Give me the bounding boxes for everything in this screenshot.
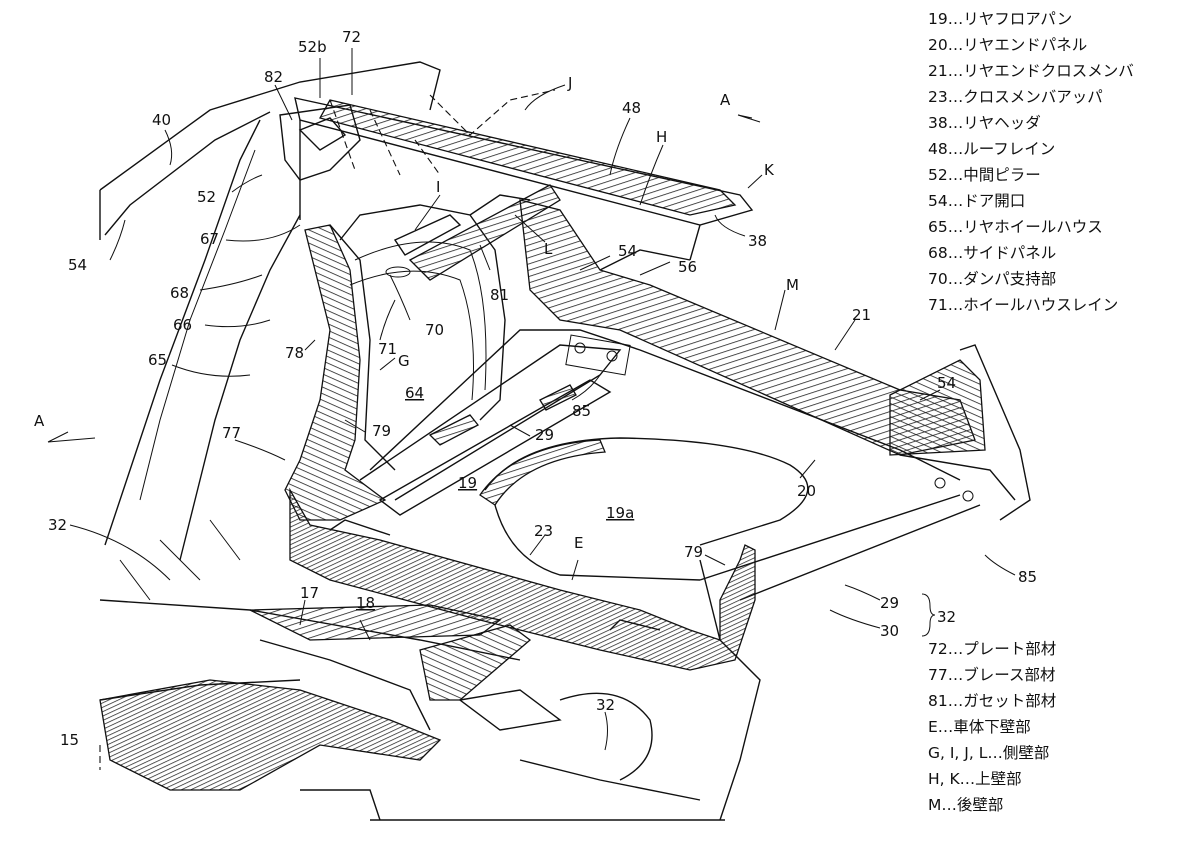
- ref-48: 48: [622, 99, 641, 117]
- ref-72: 72: [342, 28, 361, 46]
- ref-15: 15: [60, 731, 79, 749]
- ref-70: 70: [425, 321, 444, 339]
- ref-71: 71: [378, 340, 397, 358]
- roof-structure: [99, 61, 754, 261]
- legend-item: 81…ガセット部材: [928, 692, 1057, 710]
- ref-52b: 52b: [298, 38, 327, 56]
- ref-78: 78: [285, 344, 304, 362]
- ref-81: 81: [490, 286, 509, 304]
- ref-32-bottom: 32: [596, 696, 615, 714]
- ref-79-left: 79: [372, 422, 391, 440]
- ref-19a: 19a: [606, 504, 634, 522]
- ref-65: 65: [148, 351, 167, 369]
- legend-item: 70…ダンパ支持部: [928, 270, 1057, 288]
- leader-lines: [47, 48, 1016, 770]
- ref-85-right: 85: [1018, 568, 1037, 586]
- legend-item: G, I, J, L…側壁部: [928, 744, 1050, 762]
- legend-item: E…車体下壁部: [928, 718, 1031, 736]
- ref-32-left: 32: [48, 516, 67, 534]
- ref-e: E: [574, 534, 583, 552]
- legend-item: H, K…上壁部: [928, 770, 1022, 788]
- ref-l: L: [544, 240, 553, 258]
- ref-68: 68: [170, 284, 189, 302]
- ref-32-bracket: 32: [937, 608, 956, 626]
- cross-member: [378, 379, 612, 516]
- front-floor: [99, 519, 761, 821]
- legend-top: 19…リヤフロアパン 20…リヤエンドパネル 21…リヤエンドクロスメンバ 23…: [928, 6, 1134, 318]
- legend-item: 77…ブレース部材: [928, 666, 1056, 684]
- legend-item: 52…中間ピラー: [928, 166, 1041, 184]
- ref-54-top: 54: [618, 242, 637, 260]
- legend-bottom: 72…プレート部材 77…ブレース部材 81…ガセット部材 E…車体下壁部 G,…: [928, 636, 1056, 818]
- reference-numerals: 40 52b 72 82 J 48 H A K 52 38 I 67 L 54 …: [34, 28, 1037, 749]
- side-panel: [104, 89, 556, 561]
- ref-j: J: [567, 74, 572, 92]
- ref-29-top: 29: [535, 426, 554, 444]
- ref-67: 67: [200, 230, 219, 248]
- ref-17: 17: [300, 584, 319, 602]
- ref-66: 66: [173, 316, 192, 334]
- ref-19: 19: [458, 474, 477, 492]
- side-wall-g: [284, 224, 396, 521]
- legend-item: 72…プレート部材: [928, 640, 1057, 658]
- ref-54-left: 54: [68, 256, 87, 274]
- ref-54-right: 54: [937, 374, 956, 392]
- legend-item: 71…ホイールハウスレイン: [928, 296, 1119, 314]
- ref-77: 77: [222, 424, 241, 442]
- ref-a-left: A: [34, 412, 45, 430]
- rear-end-members: [519, 199, 1031, 521]
- ref-38: 38: [748, 232, 767, 250]
- legend-item: 23…クロスメンバアッパ: [928, 88, 1103, 106]
- legend-item: 48…ルーフレイン: [928, 140, 1056, 158]
- legend-item: 65…リヤホイールハウス: [928, 218, 1103, 236]
- ref-m: M: [786, 276, 799, 294]
- legend-item: 20…リヤエンドパネル: [928, 36, 1088, 54]
- ref-21: 21: [852, 306, 871, 324]
- ref-18: 18: [356, 594, 375, 612]
- bracket-29-30: [921, 593, 936, 637]
- legend-item: 19…リヤフロアパン: [928, 10, 1073, 28]
- ref-29-bottom: 29: [880, 594, 899, 612]
- rear-floor: [359, 329, 981, 601]
- legend-item: 54…ドア開口: [928, 192, 1026, 210]
- ref-56: 56: [678, 258, 697, 276]
- legend-item: 21…リヤエンドクロスメンバ: [928, 62, 1134, 80]
- ref-85-top: 85: [572, 402, 591, 420]
- ref-h: H: [656, 128, 667, 146]
- ref-79-right: 79: [684, 543, 703, 561]
- ref-82: 82: [264, 68, 283, 86]
- legend-item: M…後壁部: [928, 796, 1004, 814]
- legend-item: 68…サイドパネル: [928, 244, 1057, 262]
- ref-40: 40: [152, 111, 171, 129]
- ref-30: 30: [880, 622, 899, 640]
- ref-g: G: [398, 352, 410, 370]
- ref-k: K: [764, 161, 775, 179]
- legend-item: 38…リヤヘッダ: [928, 114, 1041, 132]
- ref-i: I: [436, 178, 440, 196]
- ref-64: 64: [405, 384, 424, 402]
- ref-23: 23: [534, 522, 553, 540]
- ref-52: 52: [197, 188, 216, 206]
- ref-a-top: A: [720, 91, 731, 109]
- ref-20: 20: [797, 482, 816, 500]
